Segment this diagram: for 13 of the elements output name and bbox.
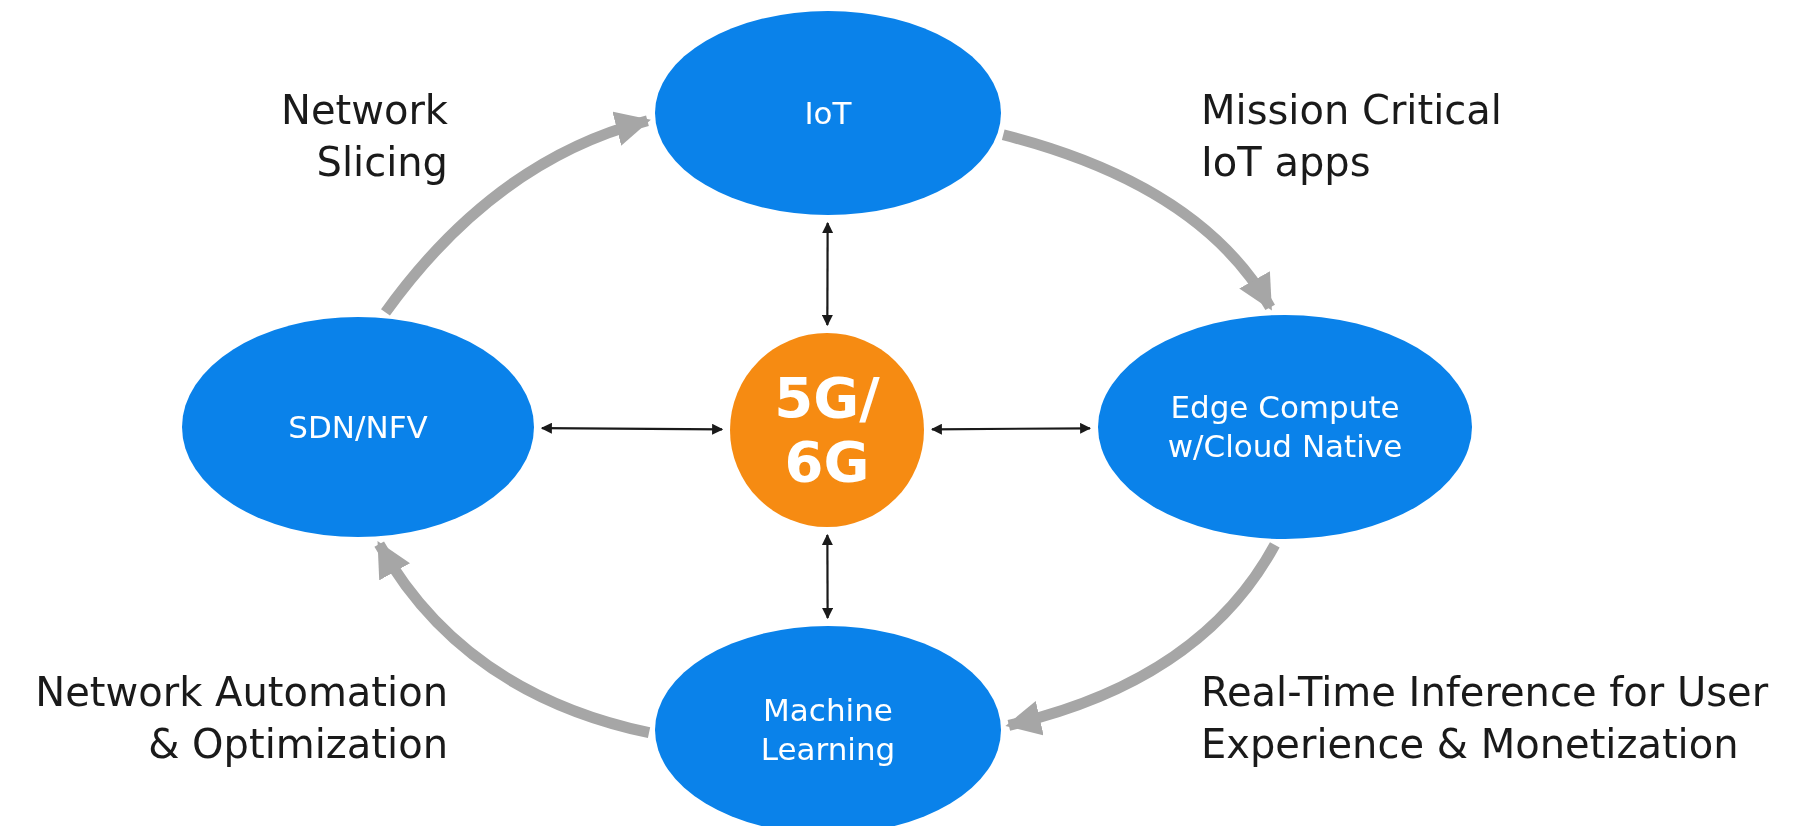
- double-arrow: [821, 221, 834, 327]
- node-label: SDN/NFV: [287, 407, 429, 447]
- double-arrow: [821, 533, 834, 620]
- node-label: Edge Compute w/Cloud Native: [1166, 388, 1404, 466]
- node-label: Machine Learning: [759, 691, 897, 769]
- double-arrow: [930, 422, 1092, 435]
- curved-arrow: [381, 112, 651, 316]
- curved-arrow: [1001, 129, 1275, 311]
- curved-arrow: [1005, 542, 1280, 735]
- double-arrow: [540, 422, 724, 435]
- node-label: IoT: [803, 93, 853, 133]
- curved-arrow: [374, 541, 651, 739]
- node-label: 5G/ 6G: [773, 365, 881, 495]
